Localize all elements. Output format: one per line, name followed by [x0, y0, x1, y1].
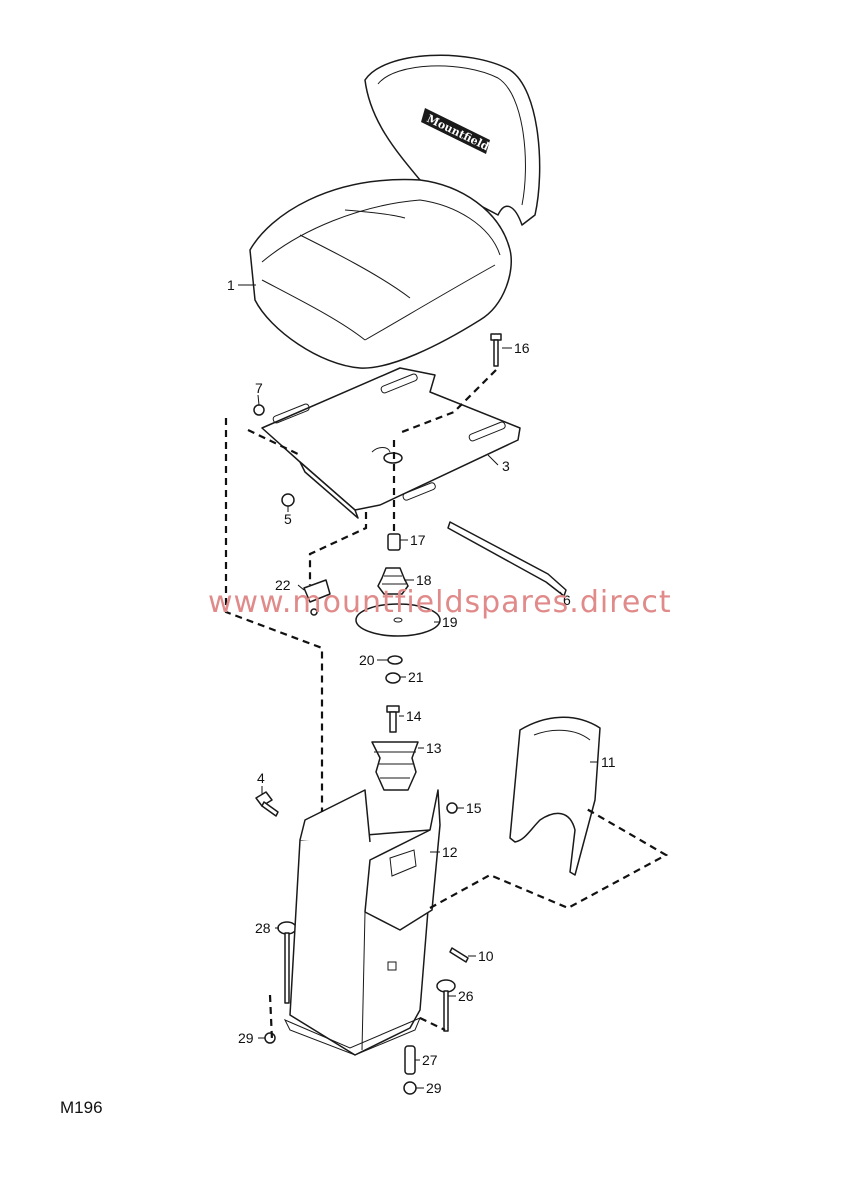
label-part-29-left: 29	[238, 1030, 254, 1046]
rod-part	[447, 521, 567, 597]
pedestal-part	[283, 789, 441, 1056]
label-part-20: 20	[359, 652, 375, 668]
label-part-21: 21	[408, 669, 424, 685]
label-part-22: 22	[275, 577, 291, 593]
leader-lines	[238, 284, 598, 1089]
cover-part	[509, 716, 601, 876]
label-part-26: 26	[458, 988, 474, 1004]
label-part-28: 28	[255, 920, 271, 936]
label-part-3: 3	[502, 458, 510, 474]
part-labels: 1 3 4 5 6 7 10 11 12 13 14 15 16 17 18 1…	[227, 277, 616, 1096]
label-part-6: 6	[563, 592, 571, 608]
watermark-text: www.mountfieldspares.direct	[208, 585, 672, 620]
hardware-group	[253, 333, 502, 1095]
label-part-14: 14	[406, 708, 422, 724]
label-part-27: 27	[422, 1052, 438, 1068]
label-part-4: 4	[257, 770, 265, 786]
label-part-18: 18	[416, 572, 432, 588]
label-part-12: 12	[442, 844, 458, 860]
label-part-29-bottom: 29	[426, 1080, 442, 1096]
label-part-19: 19	[442, 614, 458, 630]
label-part-5: 5	[284, 511, 292, 527]
label-part-16: 16	[514, 340, 530, 356]
label-part-13: 13	[426, 740, 442, 756]
label-part-7: 7	[255, 380, 263, 396]
diagram-code: M196	[60, 1098, 103, 1117]
label-part-11: 11	[601, 754, 616, 770]
label-part-15: 15	[466, 800, 482, 816]
seat-part: Mountfield	[249, 54, 541, 369]
label-part-17: 17	[410, 532, 426, 548]
seat-plate-part	[261, 367, 521, 519]
label-part-10: 10	[478, 948, 494, 964]
label-part-1: 1	[227, 277, 235, 293]
assembly-lines	[224, 369, 669, 1041]
